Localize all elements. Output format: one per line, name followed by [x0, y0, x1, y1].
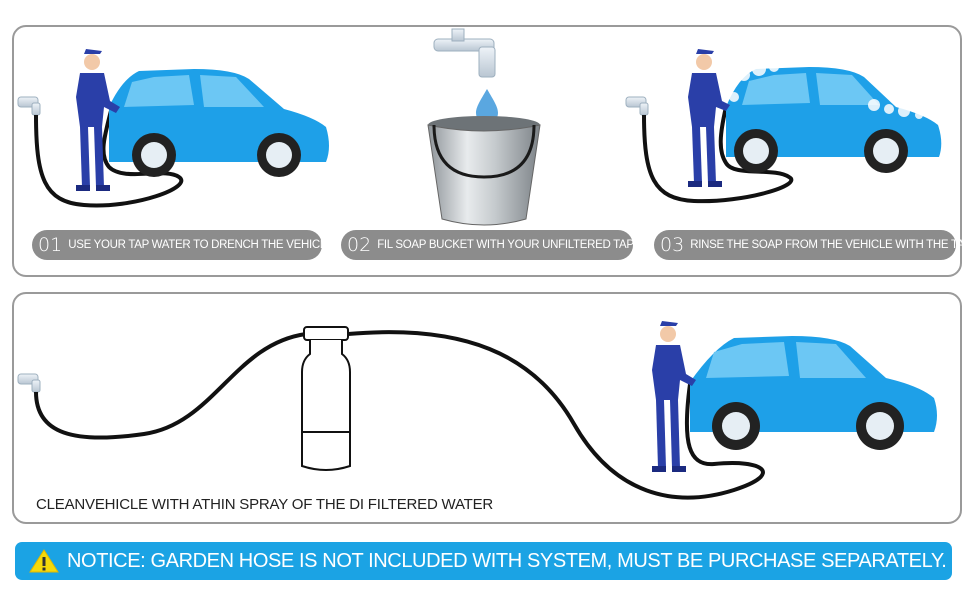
garden-hose-outlet	[347, 330, 765, 500]
car-illustration	[726, 67, 942, 173]
di-filter-tank-icon	[301, 326, 351, 471]
car-illustration	[690, 336, 937, 450]
filtered-rinse-panel: CLEANVEHICLE WITH ATHIN SPRAY OF THE DI …	[12, 292, 962, 524]
tap-faucet-icon	[17, 373, 41, 393]
filtered-rinse-illustration	[17, 321, 937, 500]
step-number: 01	[38, 234, 63, 256]
bucket-icon	[427, 116, 541, 226]
steps-illustration	[17, 28, 942, 226]
person-washing	[652, 321, 696, 472]
scene-soap-bucket	[427, 28, 541, 226]
warning-triangle-icon	[29, 549, 59, 573]
step-3: 03 RINSE THE SOAP FROM THE VEHICLE WITH …	[654, 230, 970, 260]
step-text: USE YOUR TAP WATER TO DRENCH THE VEHICLE	[68, 239, 334, 251]
person-washing	[76, 49, 120, 191]
garden-hose	[642, 106, 794, 204]
step-number: 02	[347, 234, 372, 256]
tap-faucet-icon	[17, 96, 41, 116]
water-drop-icon	[476, 89, 498, 124]
notice-bar: NOTICE: GARDEN HOSE IS NOT INCLUDED WITH…	[15, 542, 952, 580]
step-text: RINSE THE SOAP FROM THE VEHICLE WITH THE…	[690, 239, 970, 251]
scene-rinse-vehicle	[625, 49, 942, 204]
bottom-caption: CLEANVEHICLE WITH ATHIN SPRAY OF THE DI …	[36, 496, 494, 513]
step-1: 01 USE YOUR TAP WATER TO DRENCH THE VEHI…	[32, 230, 334, 260]
step-number: 03	[660, 234, 685, 256]
faucet-icon	[433, 28, 496, 78]
garden-hose	[34, 106, 184, 208]
step-text: FIL SOAP BUCKET WITH YOUR UNFILTERED TAP	[377, 239, 634, 251]
scene-drench-vehicle	[17, 49, 329, 208]
garden-hose-inlet	[34, 332, 307, 440]
soap-foam	[729, 62, 923, 119]
steps-panel: 01 USE YOUR TAP WATER TO DRENCH THE VEHI…	[12, 25, 970, 277]
notice-text: NOTICE: GARDEN HOSE IS NOT INCLUDED WITH…	[67, 549, 947, 572]
tap-faucet-icon	[625, 96, 649, 116]
step-2: 02 FIL SOAP BUCKET WITH YOUR UNFILTERED …	[341, 230, 634, 260]
car-illustration	[109, 69, 329, 177]
person-washing	[688, 49, 730, 187]
